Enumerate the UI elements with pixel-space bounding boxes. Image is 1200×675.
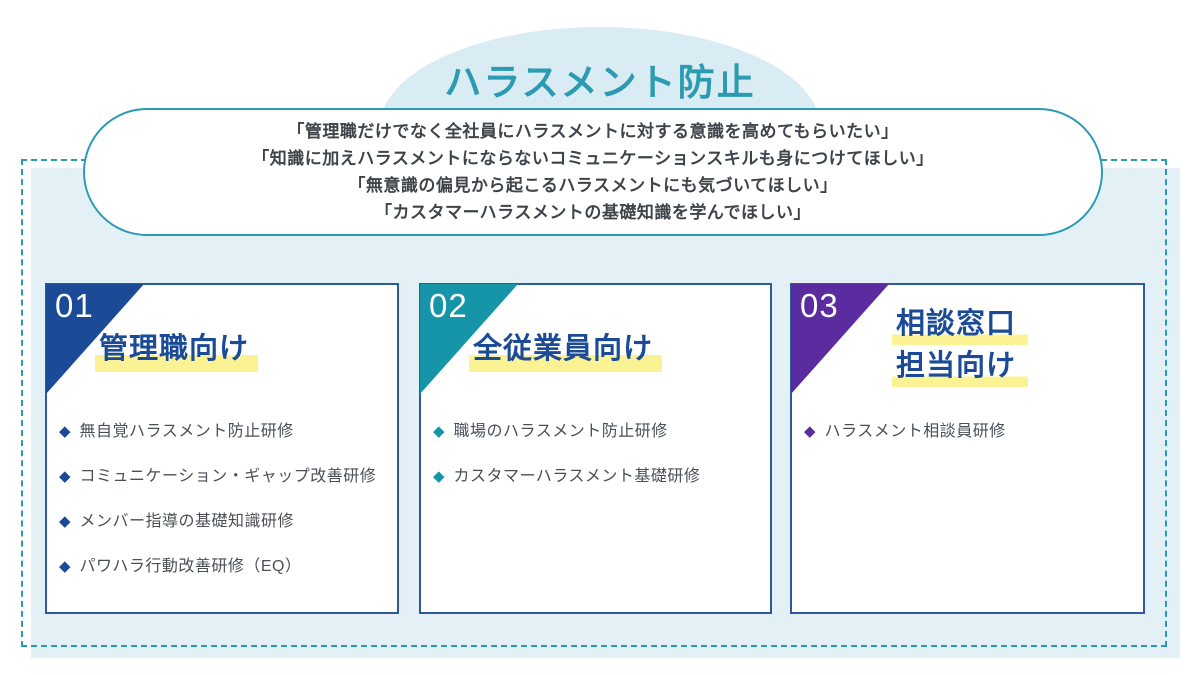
diamond-bullet-icon: ◆: [433, 468, 445, 485]
training-item: ◆ 無自覚ハラスメント防止研修: [59, 421, 389, 443]
diamond-bullet-icon: ◆: [59, 558, 71, 575]
card-title: 管理職向け: [95, 325, 259, 372]
training-item-label: ハラスメント相談員研修: [824, 423, 1006, 440]
card-all-employees: 02 全従業員向け ◆ 職場のハラスメント防止研修 ◆ カスタマーハラスメント基…: [419, 283, 772, 614]
training-item-label: 職場のハラスメント防止研修: [453, 423, 668, 440]
training-item: ◆ ハラスメント相談員研修: [804, 421, 1135, 443]
training-list: ◆ ハラスメント相談員研修: [804, 421, 1135, 466]
training-item: ◆ パワハラ行動改善研修（EQ）: [59, 556, 389, 578]
diamond-bullet-icon: ◆: [804, 423, 816, 440]
card-title-line: 管理職向け: [95, 325, 259, 372]
card-title: 相談窓口 担当向け: [892, 305, 1029, 389]
quote-line: 「管理職だけでなく全社員にハラスメントに対する意識を高めてもらいたい」: [287, 122, 899, 141]
quote-bubble: 「管理職だけでなく全社員にハラスメントに対する意識を高めてもらいたい」 「知識に…: [83, 108, 1103, 236]
training-item-label: カスタマーハラスメント基礎研修: [453, 468, 701, 485]
quote-line: 「カスタマーハラスメントの基礎知識を学んでほしい」: [375, 203, 811, 222]
diamond-bullet-icon: ◆: [59, 513, 71, 530]
training-item-label: 無自覚ハラスメント防止研修: [79, 423, 294, 440]
diamond-bullet-icon: ◆: [59, 423, 71, 440]
card-consultation-desk: 03 相談窓口 担当向け ◆ ハラスメント相談員研修: [790, 283, 1145, 614]
card-managers: 01 管理職向け ◆ 無自覚ハラスメント防止研修 ◆ コミュニケーション・ギャッ…: [45, 283, 399, 614]
card-title-line: 相談窓口: [892, 305, 1029, 345]
diamond-bullet-icon: ◆: [433, 423, 445, 440]
page-title: ハラスメント防止: [444, 62, 756, 103]
card-number-badge: 03: [800, 287, 839, 324]
training-list: ◆ 無自覚ハラスメント防止研修 ◆ コミュニケーション・ギャップ改善研修 ◆ メ…: [59, 421, 389, 601]
quote-line: 「知識に加えハラスメントにならないコミュニケーションスキルも身につけてほしい」: [252, 149, 934, 168]
card-number-badge: 02: [429, 287, 468, 324]
training-item-label: コミュニケーション・ギャップ改善研修: [79, 468, 377, 485]
card-number-badge: 01: [55, 287, 94, 324]
training-list: ◆ 職場のハラスメント防止研修 ◆ カスタマーハラスメント基礎研修: [433, 421, 762, 511]
card-title-line: 全従業員向け: [469, 325, 663, 372]
card-title: 全従業員向け: [469, 325, 663, 372]
training-item-label: パワハラ行動改善研修（EQ）: [79, 558, 302, 575]
quote-line: 「無意識の偏見から起こるハラスメントにも気づいてほしい」: [348, 176, 838, 195]
training-item: ◆ メンバー指導の基礎知識研修: [59, 511, 389, 533]
training-item-label: メンバー指導の基礎知識研修: [79, 513, 295, 530]
training-item: ◆ カスタマーハラスメント基礎研修: [433, 466, 762, 488]
card-title-line: 担当向け: [892, 347, 1029, 387]
training-item: ◆ コミュニケーション・ギャップ改善研修: [59, 466, 389, 488]
training-item: ◆ 職場のハラスメント防止研修: [433, 421, 762, 443]
diamond-bullet-icon: ◆: [59, 468, 71, 485]
